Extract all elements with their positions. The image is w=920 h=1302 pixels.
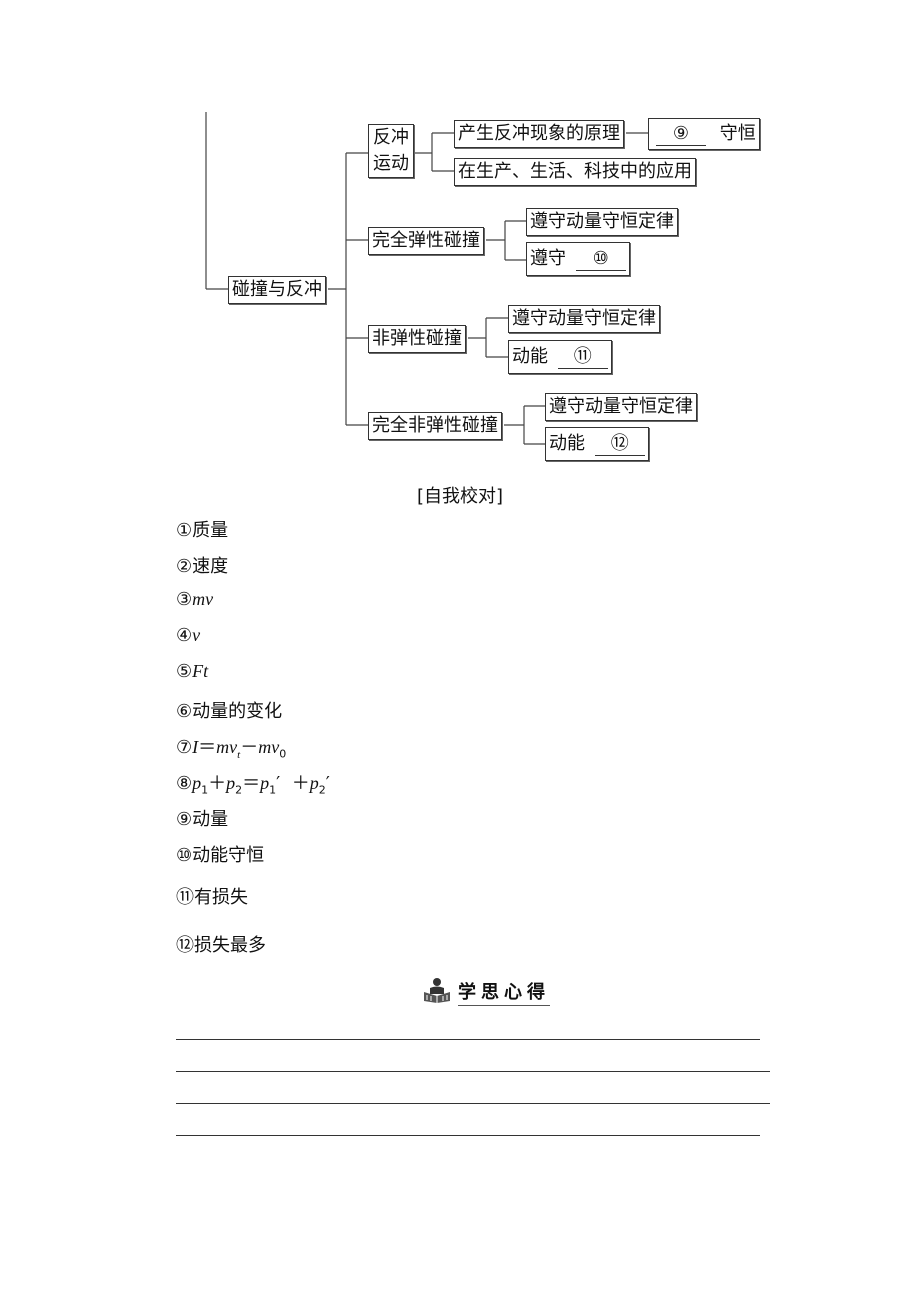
diagram-connectors: [205, 112, 648, 445]
answer-7-mv2: mv: [258, 737, 280, 757]
study-notes-heading: 学思心得: [422, 978, 550, 1006]
answer-8-sub3: 1: [269, 783, 277, 797]
answer-7-minus: －: [240, 737, 259, 758]
node-recoil: 反冲 运动: [368, 124, 414, 178]
reader-book-icon: [422, 977, 452, 1007]
node-perfectly-inelastic-law: 遵守动量守恒定律: [545, 393, 697, 421]
answer-7-eq: ＝: [198, 737, 217, 758]
answer-8-plus1: ＋: [208, 773, 227, 794]
answer-8-p4: p: [309, 773, 319, 793]
answer-9: ⑨动量: [176, 809, 229, 830]
node-inelastic-law: 遵守动量守恒定律: [508, 305, 660, 333]
blank-12: ⑫: [594, 433, 645, 456]
node-perfectly-inelastic-rule: 动能 ⑫: [545, 427, 649, 461]
node-elastic: 完全弹性碰撞: [368, 227, 484, 255]
answer-8-sub2: 2: [235, 783, 243, 797]
answer-8-plus2: ＋: [291, 773, 310, 794]
answer-7-t: t: [237, 748, 241, 761]
answer-7-zero: 0: [279, 747, 287, 761]
blank-10: ⑩: [575, 248, 626, 271]
answer-2: ②速度: [176, 556, 229, 577]
writing-line-3: [176, 1103, 770, 1104]
answer-10: ⑩动能守恒: [176, 845, 265, 866]
answer-5-num: ⑤: [176, 661, 193, 682]
study-notes-title: 学思心得: [458, 978, 550, 1006]
writing-line-1: [176, 1039, 760, 1040]
node-recoil-principle-conserved: ⑨ 守恒: [648, 118, 760, 150]
node-recoil-application: 在生产、生活、科技中的应用: [454, 158, 696, 186]
answer-8-num: ⑧: [176, 773, 193, 794]
node-root: 碰撞与反冲: [228, 276, 326, 304]
answer-7-num: ⑦: [176, 737, 193, 758]
answer-1: ①质量: [176, 520, 229, 541]
answer-4: ④v: [176, 625, 200, 646]
answer-5-val: Ft: [192, 661, 209, 681]
blank-11: ⑪: [557, 346, 608, 369]
answer-8-sub1: 1: [201, 783, 209, 797]
node-perfectly-inelastic: 完全非弹性碰撞: [368, 412, 502, 440]
answer-8-eq: ＝: [242, 773, 261, 794]
answer-12: ⑫损失最多: [176, 935, 266, 956]
self-check-title: [自我校对]: [416, 486, 504, 507]
answer-5: ⑤Ft: [176, 661, 208, 682]
node-recoil-line2: 运动: [373, 153, 409, 174]
answer-8-p2: p: [226, 773, 236, 793]
answer-3-val: mv: [192, 589, 214, 609]
answer-8-sub4: 2: [318, 783, 326, 797]
answer-7-I: I: [192, 737, 199, 757]
answer-4-val: v: [192, 625, 201, 645]
answer-4-num: ④: [176, 625, 193, 646]
writing-line-4: [176, 1135, 760, 1136]
answer-6: ⑥动量的变化: [176, 701, 283, 722]
answer-8-p1: p: [192, 773, 202, 793]
blank-9: ⑨: [656, 123, 706, 146]
answer-3: ③mv: [176, 589, 213, 610]
answer-7-mv1: mv: [216, 737, 238, 757]
answer-8-p3: p: [260, 773, 270, 793]
node-elastic-rule: 遵守 ⑩: [526, 242, 630, 276]
node-recoil-line1: 反冲: [373, 127, 409, 148]
node-inelastic: 非弹性碰撞: [368, 325, 466, 353]
elastic-rule-prefix: 遵守: [530, 248, 566, 269]
node-inelastic-rule: 动能 ⑪: [508, 340, 612, 374]
answer-8-prime1: ′: [276, 773, 281, 794]
node-elastic-law: 遵守动量守恒定律: [526, 208, 678, 236]
answer-8-prime2: ′: [325, 773, 330, 794]
answer-7: ⑦I＝mvt－mv0: [176, 733, 286, 761]
answer-11: ⑪有损失: [176, 887, 248, 908]
node-recoil-principle: 产生反冲现象的原理: [454, 120, 624, 148]
answer-3-num: ③: [176, 589, 193, 610]
answer-8: ⑧p1＋p2＝p1′ ＋p2′: [176, 769, 330, 797]
principle-suffix: 守恒: [719, 123, 756, 144]
inelastic-rule-prefix: 动能: [512, 346, 548, 367]
writing-line-2: [176, 1071, 770, 1072]
perfectly-inelastic-rule-prefix: 动能: [549, 433, 585, 454]
